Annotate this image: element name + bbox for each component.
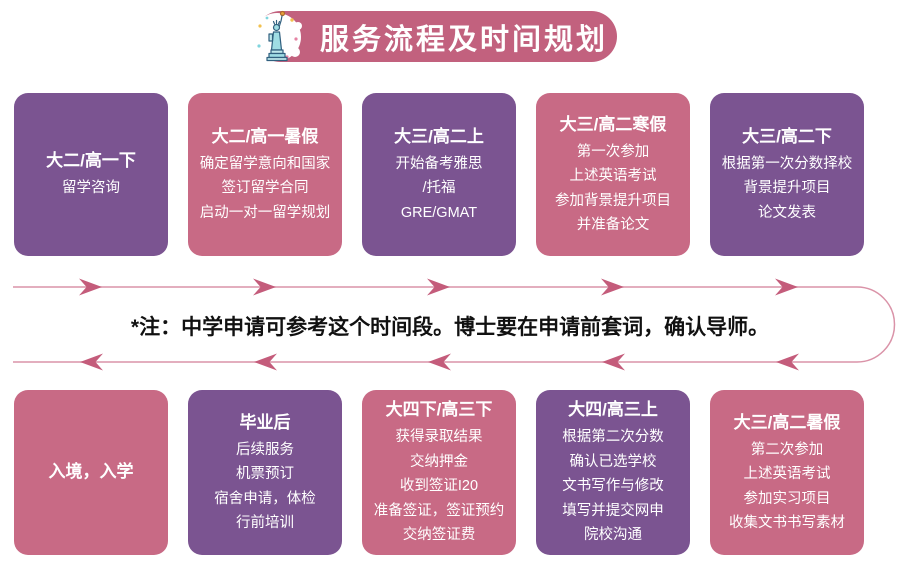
stage-card-line: 根据第二次分数: [562, 429, 664, 446]
stage-card-line: 参加实习项目: [743, 490, 831, 507]
stage-card: 入境，入学: [14, 390, 168, 555]
statue-of-liberty-icon: [251, 10, 302, 62]
flow-path: [13, 286, 896, 363]
stage-card-line: GRE/GMAT: [400, 204, 478, 221]
stage-card-line: 论文发表: [758, 204, 816, 221]
stage-card-line: 收到签证I20: [399, 478, 479, 495]
stage-card: 大四/高三上根据第二次分数确认已选学校文书写作与修改填写并提交网申院校沟通: [536, 390, 690, 555]
stage-card-line: 交纳签证费: [402, 527, 476, 544]
page-header: 服务流程及时间规划: [255, 11, 617, 62]
stage-card-line: 后续服务: [236, 441, 294, 458]
stage-card-line: 上述英语考试: [569, 168, 657, 184]
stage-card-title: 大三/高二暑假: [733, 412, 841, 432]
top-stage-row: 大二/高一下留学咨询大二/高一暑假确定留学意向和国家签订留学合同启动一对一留学规…: [14, 93, 864, 256]
stage-card-line: 准备签证，签证预约: [373, 502, 505, 519]
stage-card-line: /托福: [422, 180, 456, 197]
bottom-stage-row: 入境，入学毕业后后续服务机票预订宿舍申请，体检行前培训大四下/高三下获得录取结果…: [14, 390, 864, 555]
stage-card-line: 院校沟通: [584, 527, 642, 544]
stage-card-title: 入境，入学: [48, 461, 134, 481]
stage-card-line: 文书写作与修改: [562, 478, 664, 495]
stage-card-line: 启动一对一留学规划: [199, 204, 331, 221]
stage-card-title: 大三/高二下: [742, 126, 832, 146]
stage-card-line: 留学咨询: [62, 180, 120, 197]
stage-card-line: 收集文书书写素材: [729, 515, 845, 531]
stage-card: 大二/高一下留学咨询: [14, 93, 168, 256]
stage-card-title: 毕业后: [239, 412, 291, 432]
page-title: 服务流程及时间规划: [319, 23, 608, 56]
stage-card-line: 第一次参加: [576, 143, 650, 160]
stage-card-line: 宿舍申请，体检: [214, 490, 316, 507]
stage-card-line: 签订留学合同: [221, 180, 309, 197]
stage-card: 毕业后后续服务机票预订宿舍申请，体检行前培训: [188, 390, 342, 555]
stage-card-line: 上述英语考试: [743, 466, 831, 482]
stage-card-line: 参加背景提升项目: [555, 192, 671, 209]
stage-card: 大三/高二下根据第一次分数择校背景提升项目论文发表: [710, 93, 864, 256]
stage-card-line: 背景提升项目: [743, 180, 831, 197]
stage-card: 大三/高二寒假第一次参加上述英语考试参加背景提升项目并准备论文: [536, 93, 690, 256]
timeline-flow: [13, 278, 896, 371]
stage-card: 大四下/高三下获得录取结果交纳押金收到签证I20 准备签证，签证预约交纳签证费: [362, 390, 516, 555]
stage-card: 大三/高二上开始备考雅思/托福 GRE/GMAT: [362, 93, 516, 256]
stage-card-title: 大二/高一暑假: [211, 126, 319, 146]
stage-card-line: 并准备论文: [576, 217, 650, 233]
stage-card: 大二/高一暑假确定留学意向和国家签订留学合同启动一对一留学规划: [188, 93, 342, 256]
stage-card-line: 确认已选学校: [569, 453, 657, 470]
stage-card-line: 填写并提交网申: [562, 502, 664, 519]
stage-card: 大三/高二暑假第二次参加上述英语考试参加实习项目收集文书书写素材: [710, 390, 864, 555]
stage-card-title: 大四/高三上: [568, 400, 658, 420]
stage-card-line: 根据第一次分数择校: [721, 155, 853, 172]
stage-card-line: 第二次参加: [750, 441, 824, 458]
stage-card-line: 机票预订: [236, 466, 294, 482]
note-text: *注：中学申请可参考这个时间段。博士要在申请前套词，确认导师。: [130, 316, 770, 339]
stage-card-title: 大二/高一下: [46, 151, 136, 171]
stage-card-line: 获得录取结果: [395, 429, 483, 446]
stage-card-line: 开始备考雅思: [395, 155, 483, 172]
stage-card-title: 大四下/高三下: [385, 400, 493, 420]
stage-card-line: 交纳押金: [410, 453, 468, 470]
flow-arrowheads: [79, 278, 799, 371]
stage-card-line: 行前培训: [236, 515, 294, 531]
stage-card-line: 确定留学意向和国家: [199, 155, 331, 172]
stage-card-title: 大三/高二上: [394, 126, 484, 146]
stage-card-title: 大三/高二寒假: [559, 114, 667, 134]
